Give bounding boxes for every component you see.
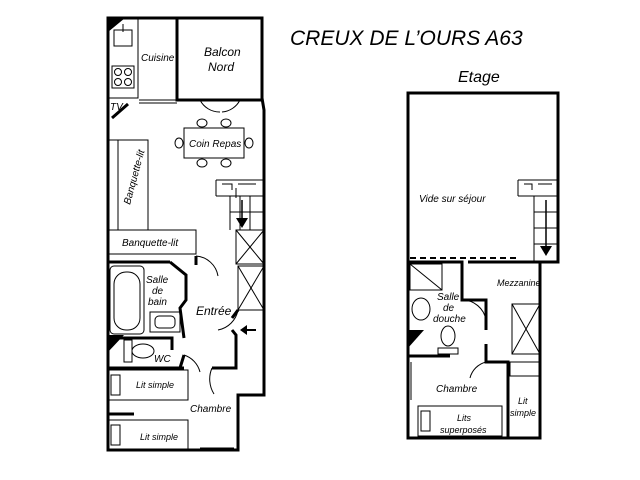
ground-floor-plan: Cuisine Balcon Nord TV Coin Repas Banque… [106,16,266,452]
room-label-douche: douche [433,314,466,325]
toilet-icon [440,325,456,347]
washbasin-icon [411,297,431,321]
bed-lits-superposes [417,405,503,437]
room-label-cuisine: Cuisine [141,53,175,64]
upper-floor-heading: Etage [458,69,500,86]
door-swing [461,299,487,379]
interior-wall [108,256,198,416]
stair-down-arrow-icon [236,218,248,228]
room-label-coin-repas: Coin Repas [189,139,241,150]
room-label-nord: Nord [208,60,234,74]
room-label-mezzanine: Mezzanine [497,278,541,288]
corner-mark [408,330,424,348]
room-label-banquette-lit-horizontal: Banquette-lit [122,238,179,249]
tv-label: TV [110,102,124,113]
room-label-lit-simple-1: Lit simple [136,380,174,390]
room-label-balcon: Balcon [204,45,241,59]
banquette-lit-horizontal [107,229,197,255]
room-label-salle-douche: Salle [437,292,460,303]
storage-cabinet [235,229,265,265]
storage-cabinet [511,303,541,355]
sink-icon [113,29,133,47]
storage-cabinet [237,265,265,311]
wc-tank [123,339,133,363]
dining-table [183,127,245,159]
room-label-de-douche: de [443,303,455,314]
bed-lit-simple [509,361,541,377]
room-label-superposes: superposés [440,425,487,435]
plan-title: CREUX DE L’OURS A63 [290,27,523,50]
room-label-vide-sur-sejour: Vide sur séjour [419,194,486,205]
entry-door-swing [217,309,239,331]
room-label-salle: Salle [146,275,169,286]
room-label-entree: Entrée [196,304,232,318]
bathtub-icon [109,265,145,335]
upper-floor-plan: Vide sur séjour Salle de douche Mezzanin… [406,91,560,440]
door-swing [195,255,219,277]
corner-mark [108,18,125,32]
shower-icon [409,263,443,291]
room-label-banquette-lit-vertical: Banquette-lit [122,148,147,206]
interior-wall [169,260,240,370]
stove-icon [111,65,135,89]
staircase [517,179,558,262]
wc-tank [437,347,459,355]
balcony-door-swing [199,99,241,113]
room-label-chambre: Chambre [190,404,232,415]
stair-down-arrow-icon [540,246,552,256]
room-label-simple: simple [510,408,536,418]
tv-icon [111,102,129,120]
room-label-wc: WC [154,354,171,365]
toilet-icon [131,343,155,359]
door-swing [183,354,215,395]
room-label-lits: Lits [457,413,472,423]
room-label-lit-simple-2: Lit simple [140,432,178,442]
bed-lit-simple-1 [107,369,189,401]
bed-lit-simple-2 [107,419,189,451]
kitchen-counter [107,17,139,99]
room-label-bain: bain [148,297,167,308]
room-label-chambre-etage: Chambre [436,384,478,395]
room-label-de: de [152,286,164,297]
staircase [215,179,264,230]
upper-floor-outer-wall [406,91,560,440]
balcony-wall [175,18,262,102]
room-label-lit: Lit [518,396,528,406]
washbasin-icon [149,311,181,333]
